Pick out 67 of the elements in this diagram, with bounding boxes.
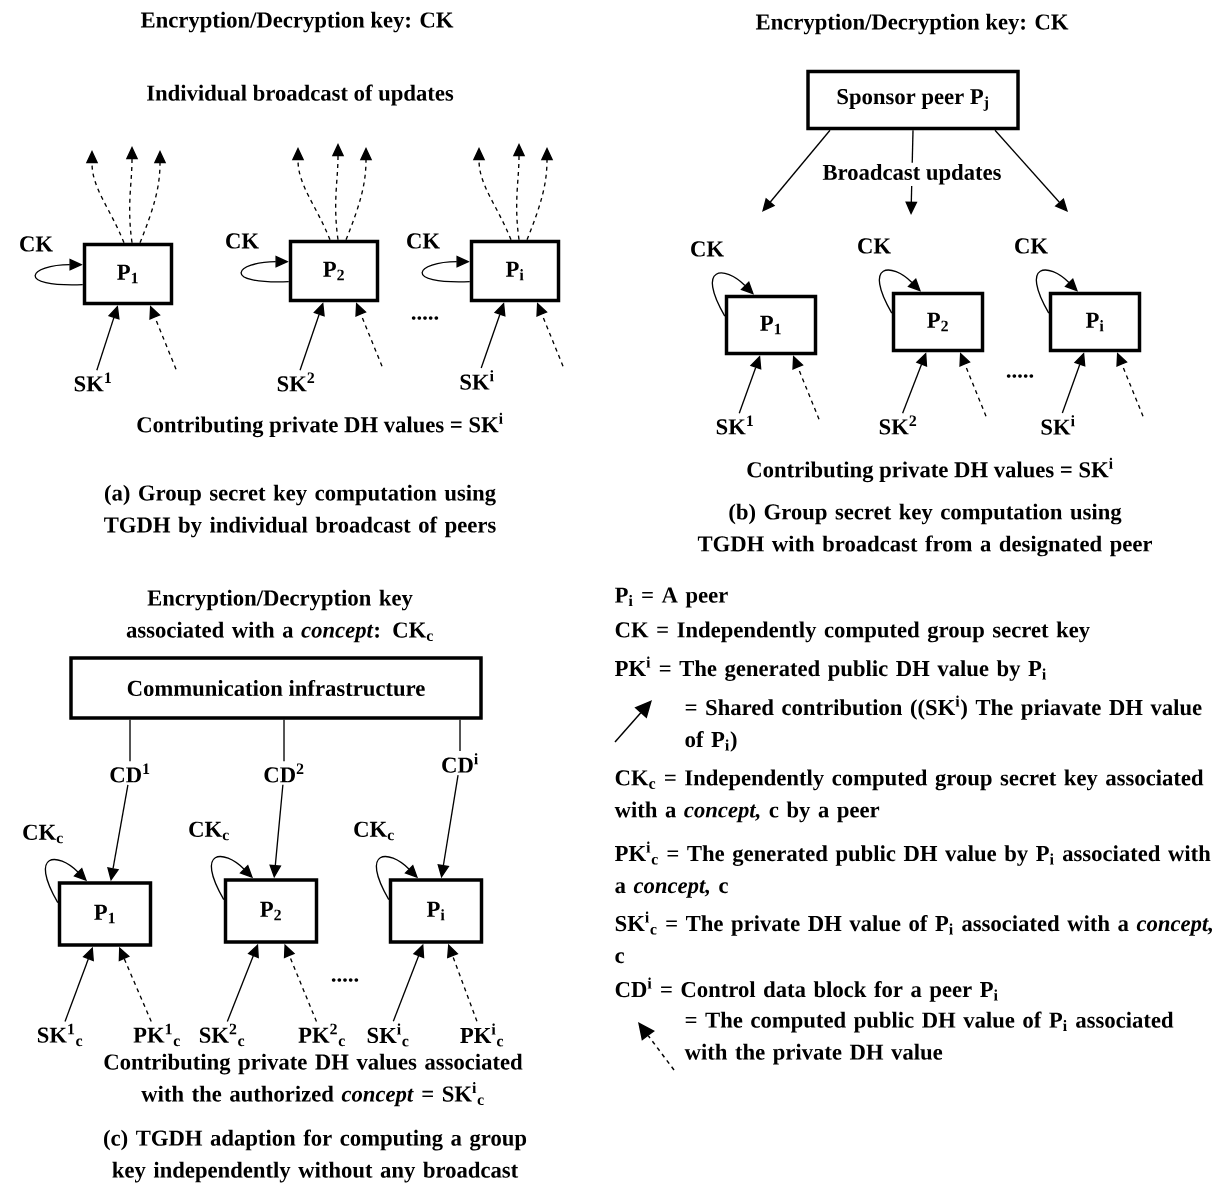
key-label: SK$^{i}$c [367, 1023, 409, 1047]
definition-text: CK$_{c}$ = Independently computed group secret key associated with a concept, c by a peer [614, 769, 1204, 823]
edge-label: CK [855, 237, 893, 255]
edge-label: CK$_{c}$ [351, 820, 397, 842]
ellipsis: ..... [411, 316, 439, 320]
dashed-arrow [291, 147, 331, 241]
edge-label: Broadcast updates [821, 162, 1003, 186]
key-label: SK$^{i}$ [1041, 415, 1075, 435]
loop-arrow [421, 255, 471, 283]
edge-label: CK [1012, 237, 1050, 255]
control-data-label: CD$^{i}$ [442, 753, 478, 773]
dashed-arrow [85, 150, 125, 244]
loop-arrow [240, 255, 290, 283]
definition-text: SK$^{i}$$_{c}$ = The private DH value of P$_{i}$ associated with a concept, c [615, 911, 1213, 964]
peer-box: P$_{2}$ [223, 878, 319, 944]
loop-arrow [34, 258, 84, 286]
control-data-label: CD$^{1}$ [110, 763, 150, 783]
key-label: PK$^{1}$c [133, 1023, 180, 1047]
edge-label: CK [17, 235, 55, 253]
edge-label: CK [688, 240, 726, 258]
edge-label: CK$_{c}$ [20, 823, 66, 845]
control-data-label: CD$^{2}$ [264, 763, 304, 783]
key-label: SK$^{2}$ [277, 372, 315, 392]
key-label: PK$^{i}$c [460, 1023, 504, 1047]
peer-box: P$_{1}$ [724, 294, 818, 356]
definition-text: P$_{i}$ = A peer [615, 587, 728, 608]
definition-text: CK = Independently computed group secret key [615, 621, 1090, 643]
peer-box: P$_{i}$ [469, 239, 561, 303]
panel-subtitle: Individual broadcast of updates [147, 84, 454, 106]
legend-text: = The computed public DH value of P$_{i}$ associated with the private DH value [684, 1011, 1174, 1065]
caption: (b) Group secret key computation using TGDH with broadcast from a designated peer [697, 503, 1152, 557]
key-label: SK$^{1}$c [37, 1023, 83, 1047]
peer-box: P$_{i}$ [1048, 291, 1142, 353]
dashed-arrow [472, 147, 512, 241]
caption: (c) TGDH adaption for computing a group key independently without any broadcast [104, 1129, 527, 1183]
infrastructure-box: Communication infrastructure [69, 656, 483, 720]
note-text: Contributing private DH values = SK$^{i}$ [137, 412, 503, 438]
panel-title: Encryption/Decryption key: CK [755, 13, 1069, 35]
sponsor-box: Sponsor peer P$_{j}$ [806, 69, 1020, 131]
definition-text: PK$^{i}$ = The generated public DH value by P$_{i}$ [615, 656, 1047, 681]
peer-box: P$_{i}$ [388, 878, 484, 944]
key-label: SK$^{i}$ [460, 370, 494, 390]
connector-line [129, 719, 131, 762]
caption: (a) Group secret key computation using TGDH by individual broadcast of peers [104, 484, 496, 538]
connector-line [283, 719, 285, 762]
peer-box: P$_{1}$ [82, 242, 174, 306]
arrow [762, 129, 831, 212]
peer-box: P$_{2}$ [891, 291, 985, 353]
key-label: SK$^{2}$c [199, 1023, 245, 1047]
connector-line [459, 719, 461, 752]
edge-label: CK [404, 232, 442, 250]
peer-box: P$_{1}$ [57, 881, 153, 947]
definition-text: CD$^{i}$ = Control data block for a peer P$_{i}$ [615, 977, 998, 1002]
ellipsis: ..... [331, 978, 359, 982]
peer-box: P$_{2}$ [288, 239, 380, 303]
key-label: SK$^{2}$ [879, 415, 917, 435]
note-text: Contributing private DH values = SK$^{i}$ [747, 457, 1113, 483]
edge-label: CK [223, 232, 261, 250]
key-label: SK$^{1}$ [716, 415, 753, 435]
legend-text: = Shared contribution ((SK$^{i}$) The priavate DH value of P$_{i}$) [685, 695, 1202, 752]
key-label: PK$^{2}$c [298, 1023, 345, 1047]
edge-label: CK$_{c}$ [186, 820, 232, 842]
key-label: SK$^{1}$ [74, 372, 111, 392]
arrow [994, 129, 1068, 212]
panel-title: Encryption/Decryption key: CK [140, 11, 454, 33]
ellipsis: ..... [1006, 374, 1034, 378]
note-text: Contributing private DH values associated with the authorized concept = SK$^{i}$c [104, 1053, 523, 1107]
